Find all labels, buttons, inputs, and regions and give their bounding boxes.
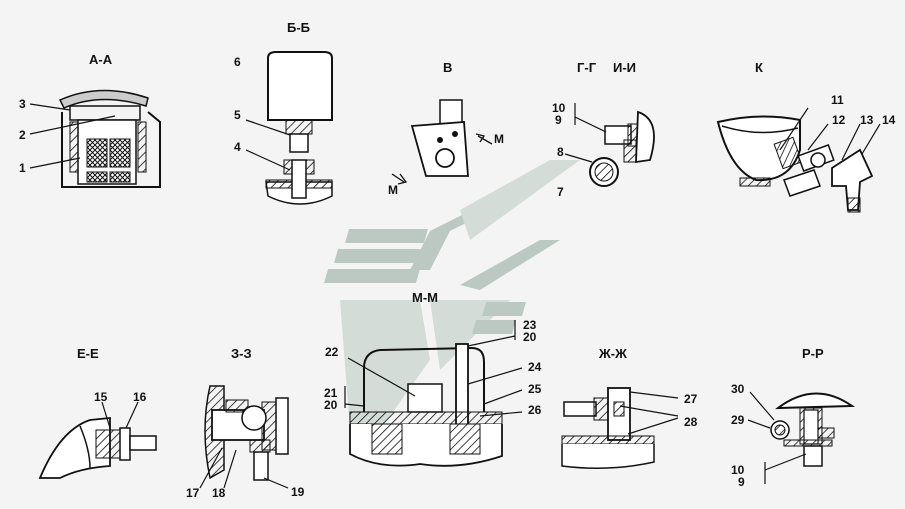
callout-24: 24 — [528, 360, 542, 374]
callout-13: 13 — [860, 113, 874, 127]
callout-26: 26 — [528, 403, 542, 417]
callout-22: 22 — [325, 345, 339, 359]
section-zz-title: З-З — [231, 346, 252, 361]
callout-5: 5 — [234, 108, 241, 122]
callout-20: 20 — [324, 398, 338, 412]
callout-4: 4 — [234, 140, 241, 154]
callout-18: 18 — [212, 486, 226, 500]
section-mm: М-М 22 21 20 23 20 24 25 26 — [324, 290, 542, 467]
section-k: К 11 12 13 14 — [716, 60, 896, 213]
callout-10: 10 — [552, 101, 566, 115]
section-mm-title: М-М — [412, 290, 438, 305]
section-bb-title: Б-Б — [287, 20, 310, 35]
callout-16: 16 — [133, 390, 147, 404]
callout-7: 7 — [557, 185, 564, 199]
section-rr: Р-Р 30 29 10 9 — [731, 346, 856, 489]
callout-17: 17 — [186, 486, 200, 500]
callout-3: 3 — [19, 97, 26, 111]
callout-2: 2 — [19, 128, 26, 142]
section-zz: З-З 17 18 19 — [186, 346, 305, 500]
callout-19: 19 — [291, 485, 305, 499]
section-aa: А-А 3 2 1 — [19, 52, 161, 188]
callout-15: 15 — [94, 390, 108, 404]
callout-10-rr: 10 — [731, 463, 745, 477]
bracket-plate — [410, 121, 469, 177]
callout-29: 29 — [731, 413, 745, 427]
callout-27: 27 — [684, 392, 698, 406]
section-zhzh-title: Ж-Ж — [598, 346, 627, 361]
callout-20-mm: 20 — [523, 330, 537, 344]
callout-12: 12 — [832, 113, 846, 127]
watermark-logo-icon — [324, 160, 580, 430]
section-ee: Е-Е 15 16 — [38, 346, 157, 479]
knob — [774, 392, 856, 410]
section-gg-title: Г-Г — [577, 60, 597, 75]
callout-9: 9 — [555, 113, 562, 127]
callout-25: 25 — [528, 382, 542, 396]
section-ii-title: И-И — [613, 60, 636, 75]
valve-cover — [363, 346, 485, 412]
view-arrow-m-right: М — [494, 132, 504, 146]
view-arrow-m-left: М — [388, 183, 398, 197]
callout-1: 1 — [19, 161, 26, 175]
section-zhzh: Ж-Ж 27 28 — [561, 346, 698, 469]
section-ee-title: Е-Е — [77, 346, 99, 361]
callout-8: 8 — [557, 145, 564, 159]
callout-11: 11 — [831, 93, 844, 107]
callout-6: 6 — [234, 55, 241, 69]
section-aa-title: А-А — [89, 52, 113, 67]
section-rr-title: Р-Р — [802, 346, 824, 361]
callout-14: 14 — [882, 113, 896, 127]
housing-body — [716, 115, 801, 182]
callout-30: 30 — [731, 382, 745, 396]
section-k-title: К — [755, 60, 763, 75]
section-v-title: В — [443, 60, 452, 75]
section-bb: Б-Б 6 5 4 — [234, 20, 333, 205]
callout-23: 23 — [523, 318, 537, 332]
section-gg-ii: Г-Г И-И 10 9 8 7 — [552, 60, 655, 199]
callout-28: 28 — [684, 415, 698, 429]
relay-cap — [267, 51, 333, 121]
callout-21: 21 — [324, 386, 338, 400]
section-v: В М М — [388, 60, 504, 197]
cover-cap — [58, 89, 149, 109]
callout-9-rr: 9 — [738, 475, 745, 489]
